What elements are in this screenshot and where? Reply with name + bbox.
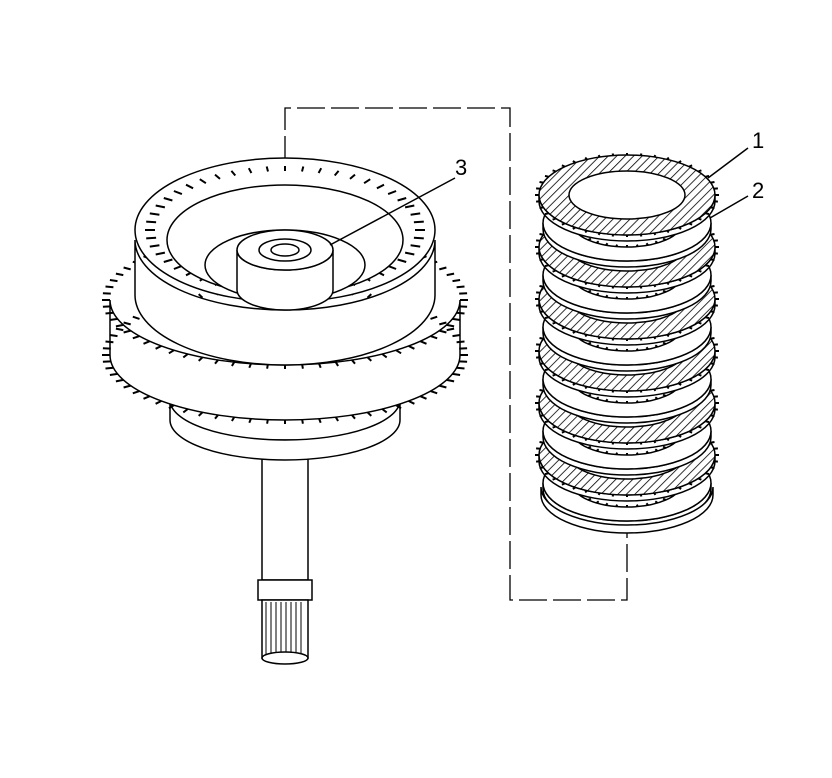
- callout-2-leader: [709, 195, 749, 219]
- callout-3-label: 3: [455, 155, 468, 180]
- input-shaft: [261, 439, 309, 581]
- callout-1-label: 1: [752, 128, 765, 153]
- friction-plate-outer-teeth: [535, 153, 719, 237]
- friction-plate-bore: [568, 170, 686, 220]
- shaft-end: [261, 651, 309, 665]
- assembly-guide-line: [284, 107, 628, 601]
- callout-2-label: 2: [752, 178, 765, 203]
- housing-drum: [134, 239, 436, 366]
- hub-inner-bore: [270, 243, 300, 257]
- clutch-plate-stack: [535, 153, 719, 534]
- shaft-collar: [257, 579, 313, 601]
- housing-lower-band: [169, 399, 401, 461]
- bottom-plate: [540, 486, 714, 534]
- callout-1-leader: [707, 147, 749, 179]
- callout-3-leader: [329, 177, 456, 246]
- clutch-housing: [102, 157, 468, 665]
